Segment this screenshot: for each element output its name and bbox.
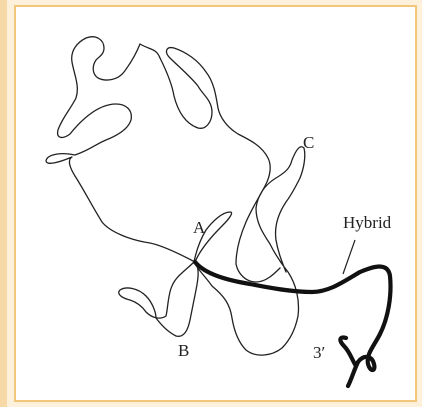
upper-loop-strand xyxy=(160,48,280,282)
label-hybrid: Hybrid xyxy=(343,213,392,232)
label-three-prime: 3′ xyxy=(313,343,325,362)
label-a: A xyxy=(193,218,206,237)
label-c: C xyxy=(303,133,314,152)
label-b: B xyxy=(178,341,189,360)
single-strand-molecule xyxy=(46,37,305,355)
hybrid-label-pointer xyxy=(343,240,355,274)
